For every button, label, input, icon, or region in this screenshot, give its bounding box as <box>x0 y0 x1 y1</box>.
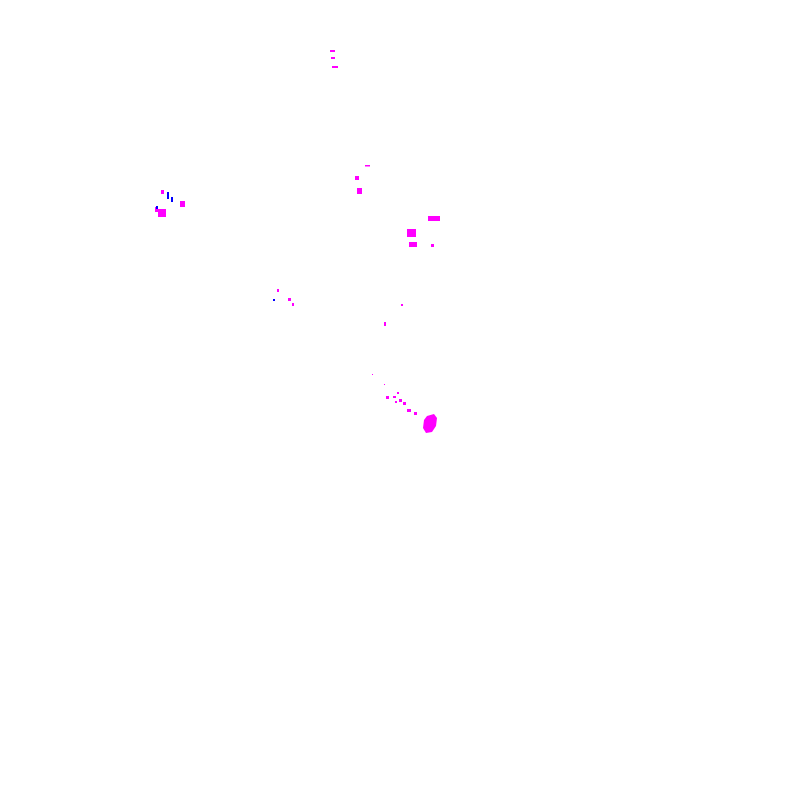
feature-mark <box>397 392 399 394</box>
feature-mark <box>423 414 437 433</box>
feature-mark <box>330 50 335 52</box>
feature-mark <box>161 190 164 194</box>
feature-mark <box>180 201 185 207</box>
feature-mark <box>414 412 417 415</box>
feature-cluster-center-north <box>355 165 370 194</box>
feature-mark <box>431 244 434 247</box>
feature-cluster-west-blue <box>156 192 173 209</box>
feature-cluster-east <box>407 216 440 247</box>
feature-mark <box>365 165 370 167</box>
feature-mark <box>171 197 173 202</box>
feature-mark <box>401 304 403 306</box>
feature-mark <box>407 229 416 237</box>
feature-mark <box>386 396 389 399</box>
feature-mark <box>273 299 275 301</box>
feature-mark <box>357 188 362 194</box>
feature-mark <box>355 176 359 180</box>
feature-mark <box>156 206 158 209</box>
feature-mark <box>409 242 417 247</box>
feature-mark <box>407 409 411 412</box>
feature-cluster-middle <box>277 289 403 326</box>
feature-mark <box>288 298 291 301</box>
feature-mark <box>395 401 397 403</box>
feature-cluster-west <box>155 190 185 217</box>
feature-mark <box>384 322 386 326</box>
feature-mark <box>155 207 158 212</box>
feature-mark <box>331 57 335 59</box>
feature-mark <box>292 303 294 306</box>
feature-cluster-south-large <box>423 414 437 433</box>
feature-mark <box>403 402 406 405</box>
feature-mark <box>372 374 373 375</box>
feature-cluster-north <box>330 50 338 68</box>
feature-cluster-middle-blue <box>273 299 275 301</box>
feature-cluster-south <box>372 374 417 415</box>
feature-mark <box>384 384 385 385</box>
feature-mark <box>428 216 440 221</box>
feature-mark <box>277 289 279 292</box>
feature-mark <box>167 192 169 199</box>
feature-mark <box>399 399 402 402</box>
feature-mark <box>332 66 338 68</box>
feature-mark <box>393 396 396 398</box>
feature-mark <box>158 209 166 217</box>
